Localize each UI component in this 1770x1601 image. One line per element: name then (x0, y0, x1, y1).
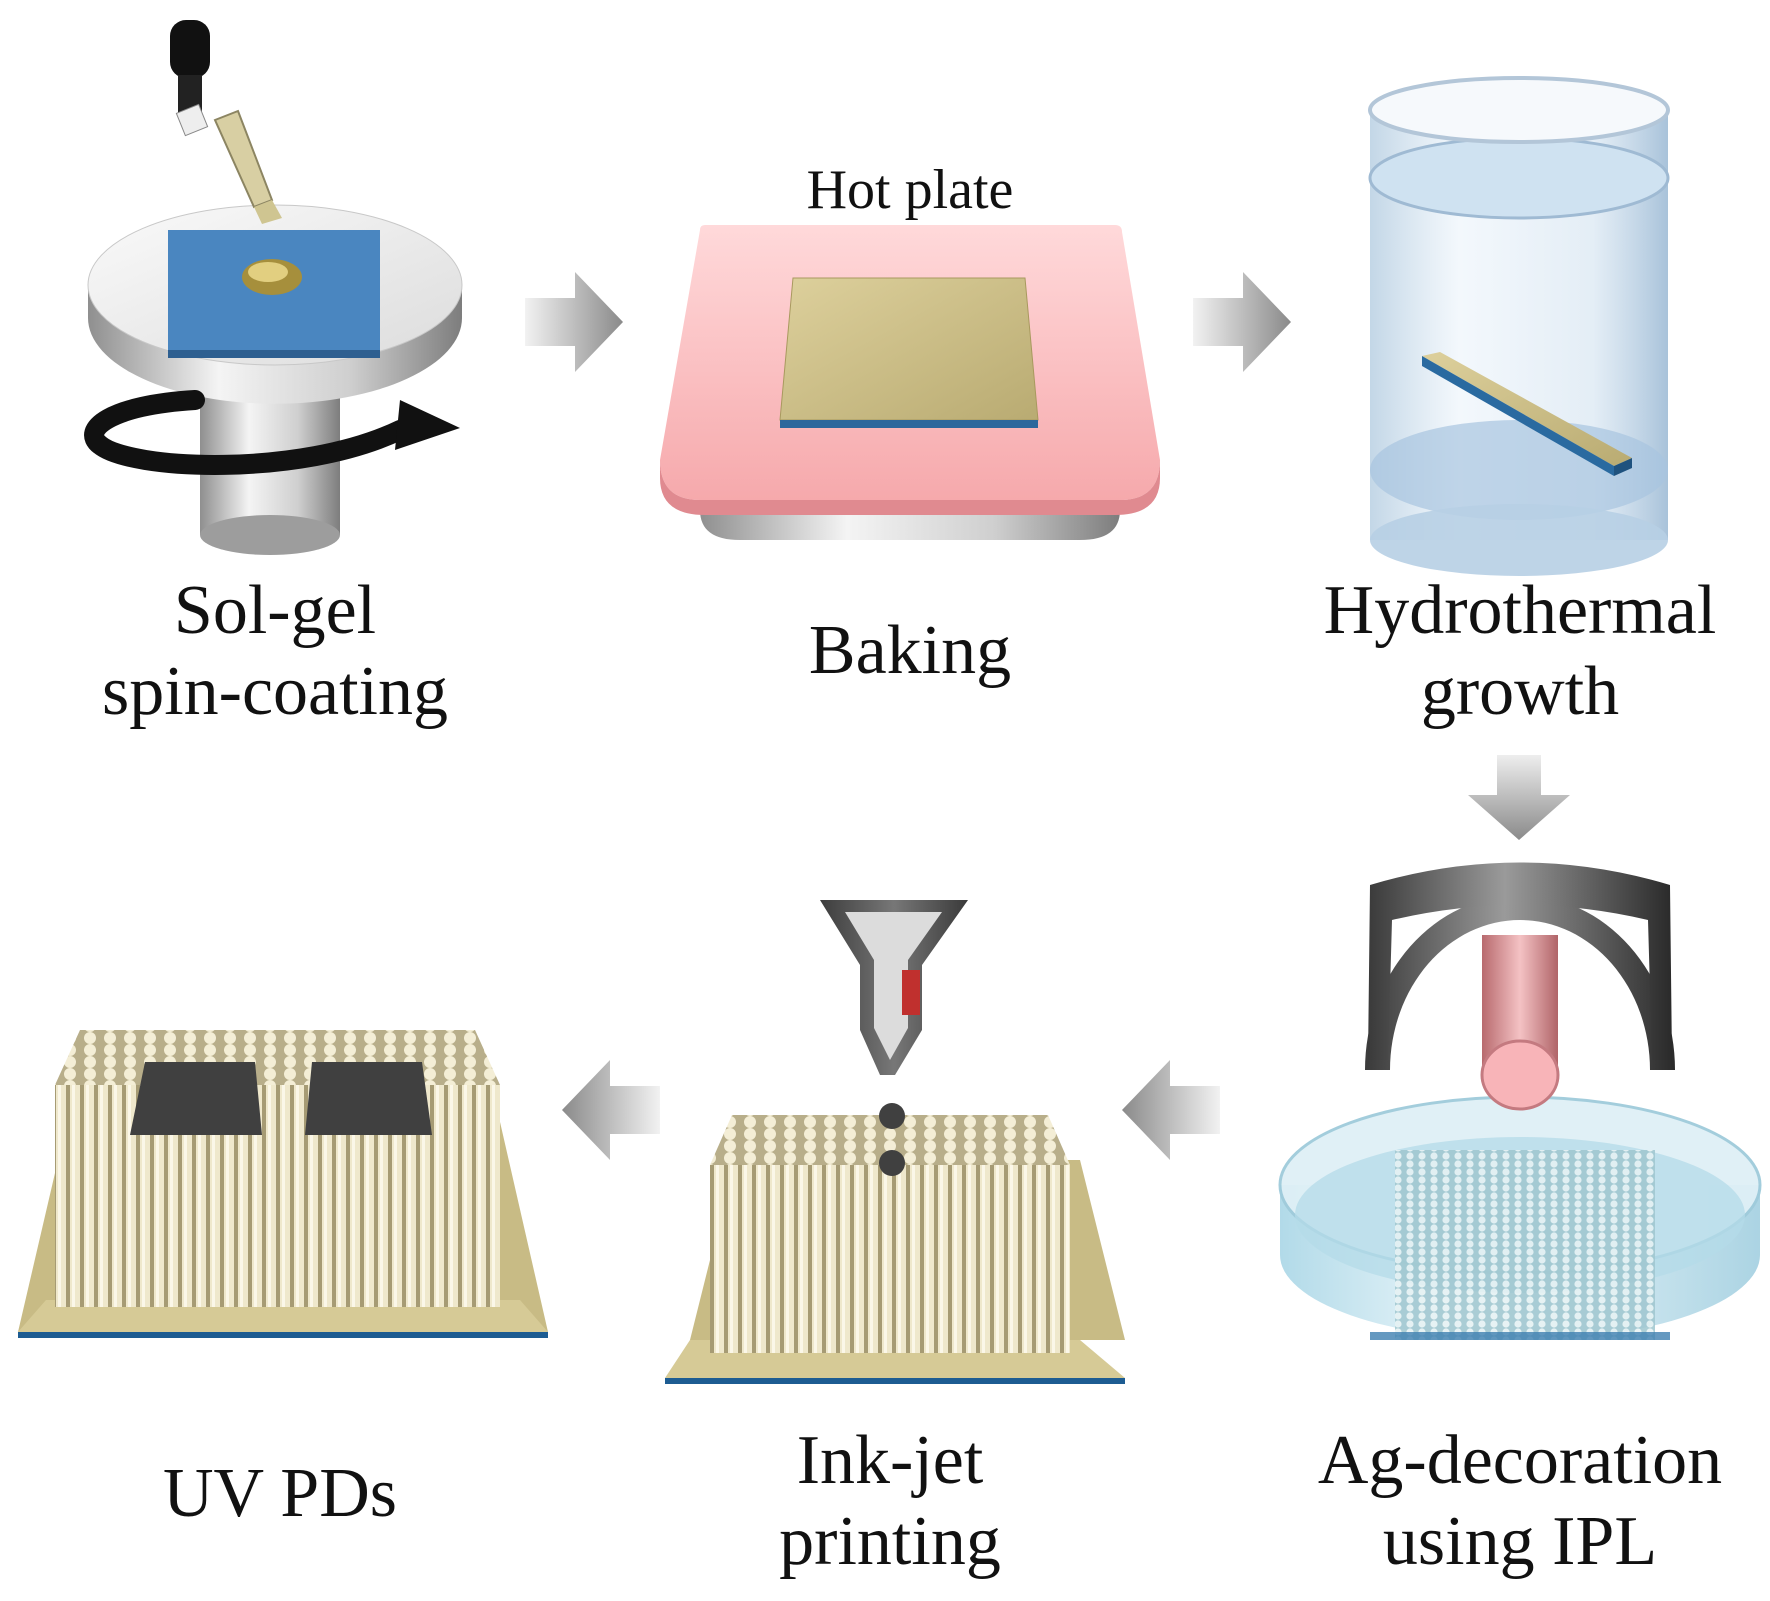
label-spin-coating-line2: spin-coating (101, 653, 449, 731)
label-ag-decoration-line2: using IPL (1382, 1503, 1658, 1581)
label-inkjet-line1: Ink-jet (796, 1422, 984, 1499)
label-spin-coating-line1: Sol-gel (173, 572, 377, 649)
label-ag-decoration: Ag-decoration using IPL (1270, 1420, 1770, 1582)
label-hydrothermal: Hydrothermal growth (1270, 570, 1770, 732)
ipl-dish (1278, 1095, 1762, 1340)
hydrothermal-beaker (1368, 76, 1670, 576)
label-baking: Baking (808, 612, 1012, 689)
arrow-right-1 (525, 272, 623, 372)
label-hydrothermal-line2: growth (1420, 653, 1620, 731)
arrow-right-2 (1193, 272, 1291, 372)
uv-photodetector (18, 1030, 548, 1338)
arrow-down (1468, 755, 1570, 840)
label-ag-decoration-line1: Ag-decoration (1317, 1422, 1723, 1499)
inkjet-substrate (665, 1115, 1125, 1384)
hot-plate (660, 225, 1160, 540)
label-inkjet: Ink-jet printing (670, 1420, 1110, 1582)
label-hydrothermal-line1: Hydrothermal (1323, 572, 1717, 649)
arrow-left-2 (562, 1060, 660, 1160)
rotation-arrow-icon (84, 390, 460, 475)
ink-droplets (879, 1103, 905, 1176)
label-uv-pds: UV PDs (162, 1455, 398, 1532)
dropper-icon (170, 20, 282, 224)
spin-coater (87, 204, 463, 555)
label-spin-coating: Sol-gel spin-coating (40, 570, 510, 732)
arrow-left-1 (1122, 1060, 1220, 1160)
ipl-lamp (1365, 862, 1675, 1111)
label-hot-plate: Hot plate (806, 159, 1014, 221)
label-inkjet-line2: printing (779, 1503, 1001, 1581)
inkjet-nozzle (820, 900, 968, 1075)
